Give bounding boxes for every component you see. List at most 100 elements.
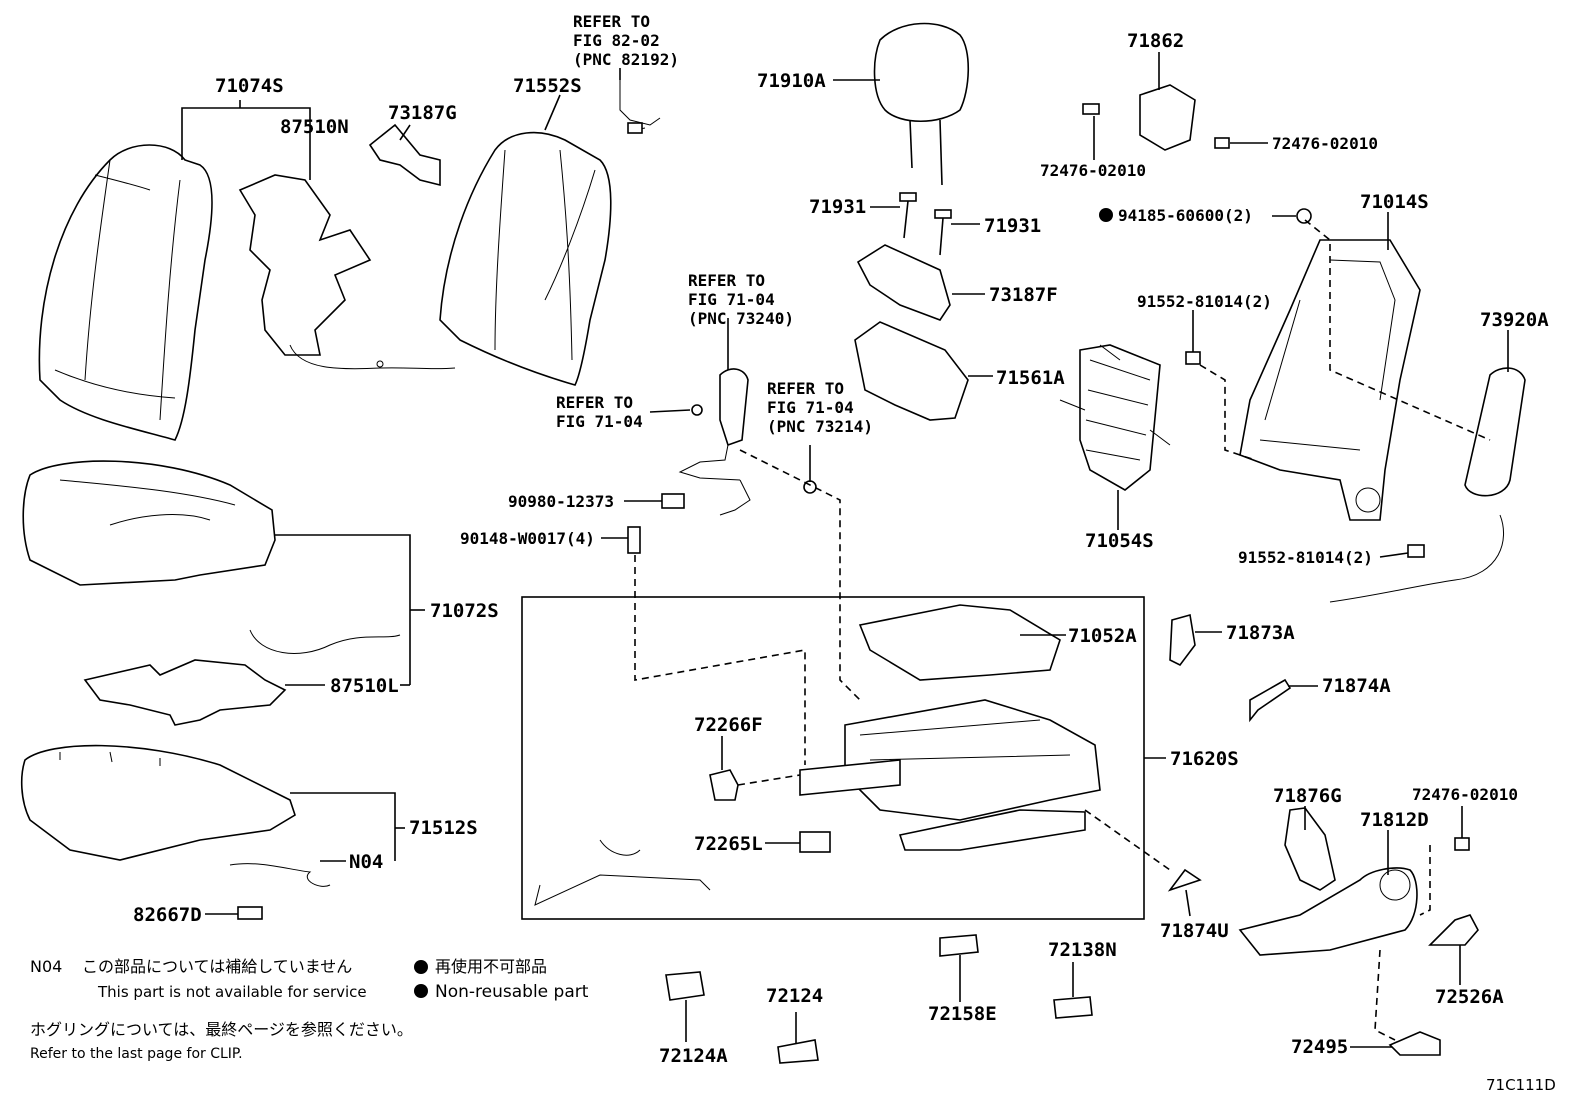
knob-72526a-drawing xyxy=(1428,914,1479,946)
refer-82-02-line2: FIG 82-02 xyxy=(573,31,660,50)
lumbar-support-drawing xyxy=(1059,344,1171,491)
seat-pan-71052a-drawing xyxy=(858,604,1061,681)
label-87510l: 87510L xyxy=(330,675,399,697)
nut-drawing xyxy=(1296,208,1312,224)
label-91552-bottom: 91552-81014(2) xyxy=(1238,548,1373,567)
label-71910a: 71910A xyxy=(757,70,826,92)
seatback-pad-drawing xyxy=(439,131,612,386)
label-94185: 94185-60600(2) xyxy=(1118,206,1253,225)
legend-nonreuse-en: Non-reusable part xyxy=(435,982,589,1002)
bolt-drawing xyxy=(1185,351,1201,365)
label-72265l: 72265L xyxy=(694,833,763,855)
label-71052a: 71052A xyxy=(1068,625,1137,647)
label-72266f: 72266F xyxy=(694,714,763,736)
refer-73214-line2: FIG 71-04 xyxy=(767,398,854,417)
label-72476-lower: 72476-02010 xyxy=(1412,785,1518,804)
bracket-71862-drawing xyxy=(1139,84,1196,151)
sensor-72265l-drawing xyxy=(799,831,831,853)
label-71552s: 71552S xyxy=(513,75,582,97)
label-71512s: 71512S xyxy=(409,817,478,839)
label-71862: 71862 xyxy=(1127,30,1184,52)
label-71876g: 71876G xyxy=(1273,785,1342,807)
sensor-72266f-drawing xyxy=(709,769,739,801)
refer-73240-line2: FIG 71-04 xyxy=(688,290,775,309)
connector-82667d-drawing xyxy=(237,906,263,920)
clip-72138n-drawing xyxy=(1053,996,1093,1019)
refer-82-02-line1: REFER TO xyxy=(573,12,650,31)
part-71874a-drawing xyxy=(1249,678,1292,723)
legend-n04-jp: この部品については補給していません xyxy=(82,957,352,976)
label-73187f: 73187F xyxy=(989,284,1058,306)
leader-lines xyxy=(181,52,1509,1048)
sensor-connector-drawing xyxy=(627,122,643,134)
cushion-cover-drawing xyxy=(22,460,276,586)
clip-72124a-drawing xyxy=(665,971,705,1001)
non-reusable-dot-icon xyxy=(1099,208,1113,222)
label-72476-left: 72476-02010 xyxy=(1040,161,1146,180)
headrest-drawing xyxy=(873,22,970,186)
figure-code: 71C111D xyxy=(1486,1076,1556,1094)
legend-n04-code: N04 xyxy=(30,957,62,976)
label-71873a: 71873A xyxy=(1226,622,1295,644)
label-73187g: 73187G xyxy=(388,102,457,124)
release-rod-drawing xyxy=(534,839,711,906)
label-71931-right: 71931 xyxy=(984,215,1041,237)
pad-73187g-drawing xyxy=(368,123,441,187)
part-71876g-drawing xyxy=(1284,807,1336,891)
refer-71-04-line2: FIG 71-04 xyxy=(556,412,643,431)
label-72495: 72495 xyxy=(1291,1036,1348,1058)
side-airbag-drawing xyxy=(1329,367,1526,603)
refer-71-04-line1: REFER TO xyxy=(556,393,633,412)
label-90148: 90148-W0017(4) xyxy=(460,529,595,548)
refer-73214-line3: (PNC 73214) xyxy=(767,417,873,436)
bracket-73187f-drawing xyxy=(856,244,951,321)
screw-72476-drawing xyxy=(1454,837,1470,851)
label-71874a: 71874A xyxy=(1322,675,1391,697)
headrest-guide-drawing xyxy=(899,192,952,256)
legend-n04-en: This part is not available for service xyxy=(97,983,367,1001)
label-72158e: 72158E xyxy=(928,1003,997,1025)
connector-90980-drawing xyxy=(661,493,685,509)
label-n04: N04 xyxy=(349,851,383,873)
label-71931-left: 71931 xyxy=(809,196,866,218)
seat-belt-drawing xyxy=(678,368,751,516)
cover-72495-drawing xyxy=(1388,1031,1441,1056)
label-91552-top: 91552-81014(2) xyxy=(1137,292,1272,311)
cushion-heater-drawing xyxy=(83,629,401,726)
refer-73240-line3: (PNC 73240) xyxy=(688,309,794,328)
label-87510n: 87510N xyxy=(280,116,349,138)
legend-dot-icon xyxy=(414,984,428,998)
legend-clip-jp: ホグリングについては、最終ページを参照ください。 xyxy=(30,1020,413,1039)
seat-track-drawing xyxy=(799,699,1101,851)
label-72526a: 72526A xyxy=(1435,986,1504,1008)
legend-dot-icon xyxy=(414,960,428,974)
label-71561a: 71561A xyxy=(996,367,1065,389)
label-71812d: 71812D xyxy=(1360,809,1429,831)
label-82667d: 82667D xyxy=(133,904,202,926)
cover-71561a-drawing xyxy=(854,321,969,421)
cushion-pad-drawing xyxy=(20,744,296,861)
label-73920a: 73920A xyxy=(1480,309,1549,331)
part-71873a-drawing xyxy=(1169,613,1196,667)
dashed-assembly-lines xyxy=(634,219,1491,1041)
label-71014s: 71014S xyxy=(1360,191,1429,213)
label-72138n: 72138N xyxy=(1048,939,1117,961)
n04-wire-drawing xyxy=(229,863,331,887)
screw-drawing xyxy=(1082,103,1230,149)
refer-73240-line1: REFER TO xyxy=(688,271,765,290)
label-72476-right: 72476-02010 xyxy=(1272,134,1378,153)
seatback-cover-drawing xyxy=(38,144,213,441)
label-71072s: 71072S xyxy=(430,600,499,622)
legend-nonreuse-jp: 再使用不可部品 xyxy=(435,957,547,976)
seatback-frame-drawing xyxy=(1239,239,1421,521)
clip-72124-drawing xyxy=(777,1039,819,1064)
refer-82-02-line3: (PNC 82192) xyxy=(573,50,679,69)
label-72124a: 72124A xyxy=(659,1045,728,1067)
label-71874u: 71874U xyxy=(1160,920,1229,942)
label-71054s: 71054S xyxy=(1085,530,1154,552)
label-90980: 90980-12373 xyxy=(508,492,614,511)
label-71074s: 71074S xyxy=(215,75,284,97)
refer-73214-line1: REFER TO xyxy=(767,379,844,398)
